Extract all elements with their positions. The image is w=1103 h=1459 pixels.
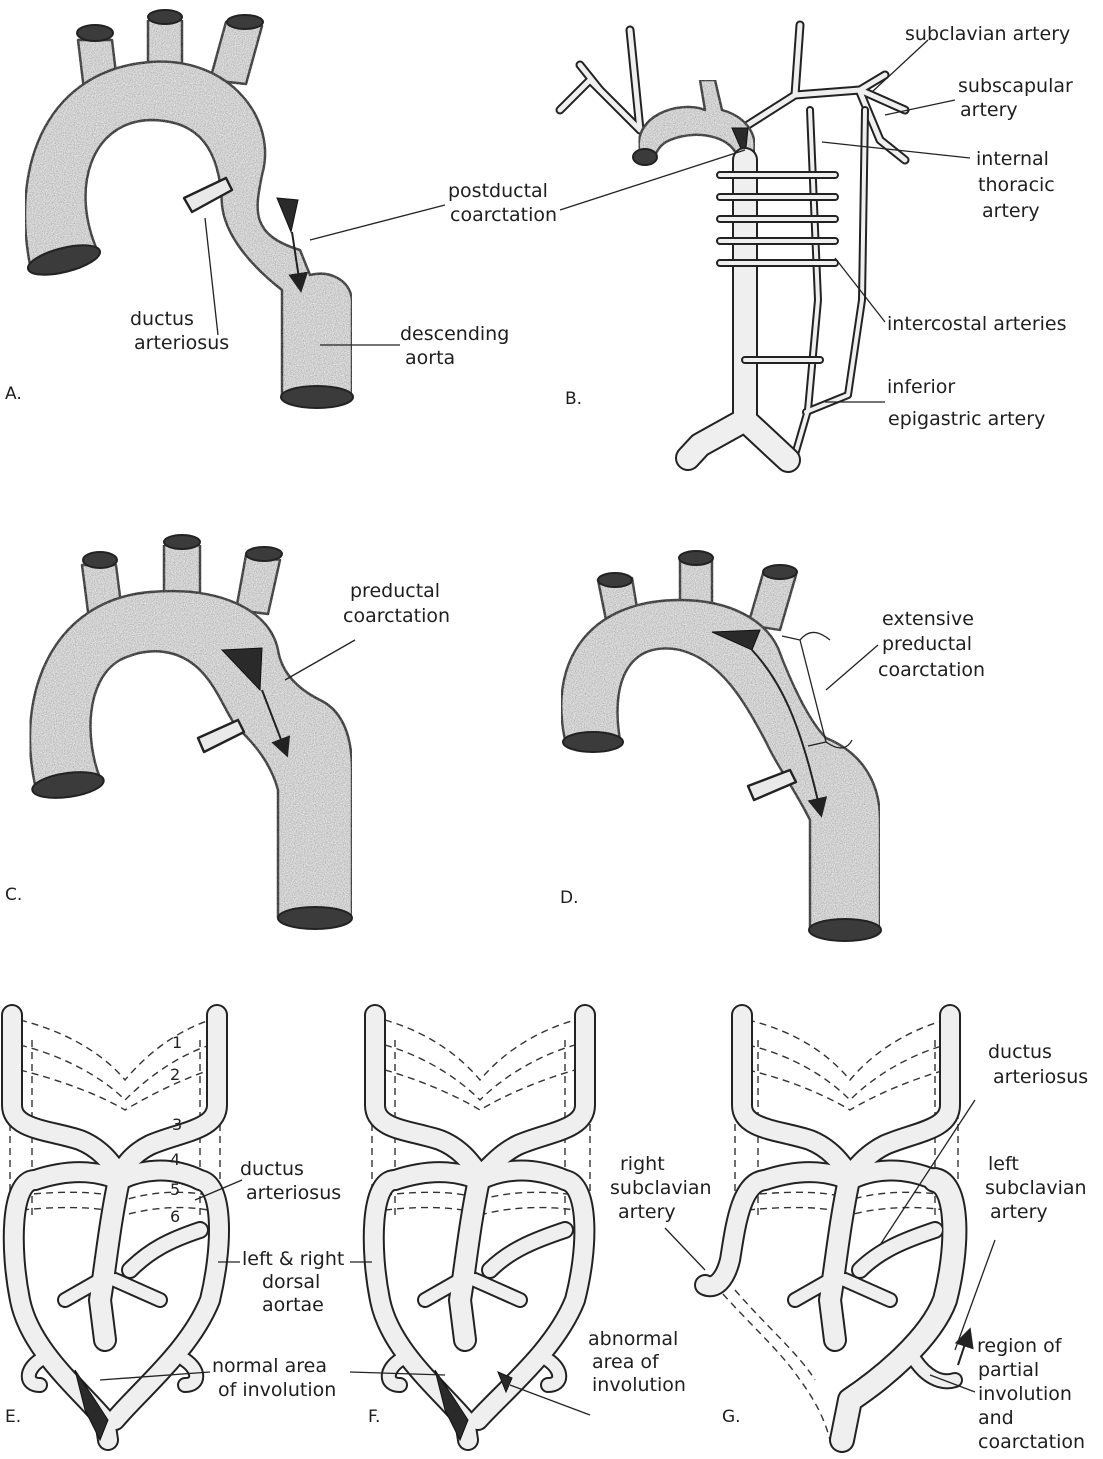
panel-e: 1 2 3 4 5 6 ductus arteriosus left & rig… (5, 1015, 350, 1440)
label-preductal-coarctation: preductal coarctation (343, 580, 450, 627)
panel-letter-g: G. (722, 1407, 741, 1427)
panel-letter-e: E. (5, 1407, 21, 1427)
panel-f: abnormal area of involution F. (350, 1015, 686, 1440)
label-descending-aorta: descending aorta (400, 323, 515, 369)
label-ductus-arteriosus-e: ductus arteriosus (240, 1158, 341, 1204)
arch-number-4: 4 (170, 1150, 180, 1169)
panel-a: ductus arteriosus postductal coarctation… (5, 10, 557, 408)
arch-number-6: 6 (170, 1207, 180, 1226)
label-region-partial-involution: region of partial involution and coarcta… (977, 1335, 1085, 1453)
label-intercostal-arteries: intercostal arteries (887, 313, 1067, 335)
arch-number-5: 5 (170, 1180, 180, 1199)
label-abnormal-area-of-involution: abnormal area of involution (588, 1328, 686, 1396)
panel-b: subclavian artery subscapular artery int… (560, 23, 1079, 465)
panel-c: preductal coarctation C. (5, 535, 450, 929)
label-subclavian-artery: subclavian artery (905, 23, 1070, 45)
panel-letter-b: B. (565, 389, 582, 409)
panel-letter-d: D. (560, 888, 579, 908)
label-subscapular-artery: subscapular artery (958, 75, 1079, 121)
label-right-subclavian-artery: right subclavian artery (610, 1153, 718, 1223)
panel-letter-a: A. (5, 384, 22, 404)
label-ductus-arteriosus-g: ductus arteriosus (988, 1041, 1088, 1088)
panel-c-aorta (30, 545, 352, 918)
label-extensive-preductal-coarctation: extensive preductal coarctation (878, 608, 985, 681)
arch-number-1: 1 (172, 1033, 182, 1052)
arch-number-3: 3 (172, 1115, 182, 1134)
label-left-subclavian-artery: left subclavian artery (985, 1153, 1093, 1223)
label-dorsal-aortae: left & right dorsal aortae (242, 1248, 350, 1316)
label-postductal-coarctation: postductal coarctation (448, 180, 557, 226)
label-normal-area-of-involution: normal area of involution (212, 1355, 336, 1401)
label-inferior-epigastric-artery: inferior epigastric artery (887, 376, 1045, 430)
label-ductus-arteriosus-a: ductus arteriosus (130, 308, 229, 354)
arch-number-2: 2 (170, 1065, 180, 1084)
panel-d: extensive preductal coarctation D. (560, 551, 985, 941)
panel-letter-f: F. (368, 1407, 380, 1427)
panel-letter-c: C. (5, 885, 22, 905)
label-internal-thoracic-artery: internal thoracic artery (976, 148, 1061, 222)
